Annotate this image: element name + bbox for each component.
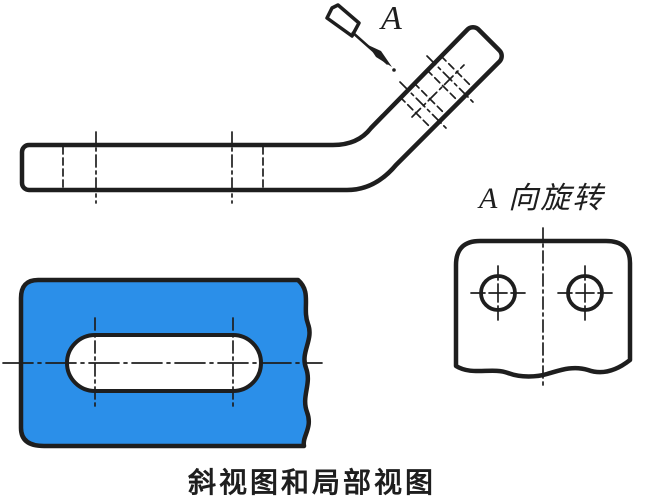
arrow-head [368,45,392,67]
bent-arm-outline [19,25,504,193]
arrow-label: A [379,0,402,37]
local-partial-view [2,277,323,449]
figure-caption: 斜视图和局部视图 [188,467,436,499]
rotated-view-hole-left [470,265,526,321]
arrow-tip-dot [392,68,396,72]
rotated-view-hole-right [557,265,613,321]
rotated-view-label: A 向旋转 [477,182,606,215]
bent-arm-main-view [19,25,504,204]
oblique-axis-centerline [411,64,465,118]
rotated-view-a: A 向旋转 [453,182,633,388]
arrow-fletching [325,3,361,38]
oblique-hidden-edge [426,69,460,103]
view-direction-arrow-icon: A [325,0,402,72]
